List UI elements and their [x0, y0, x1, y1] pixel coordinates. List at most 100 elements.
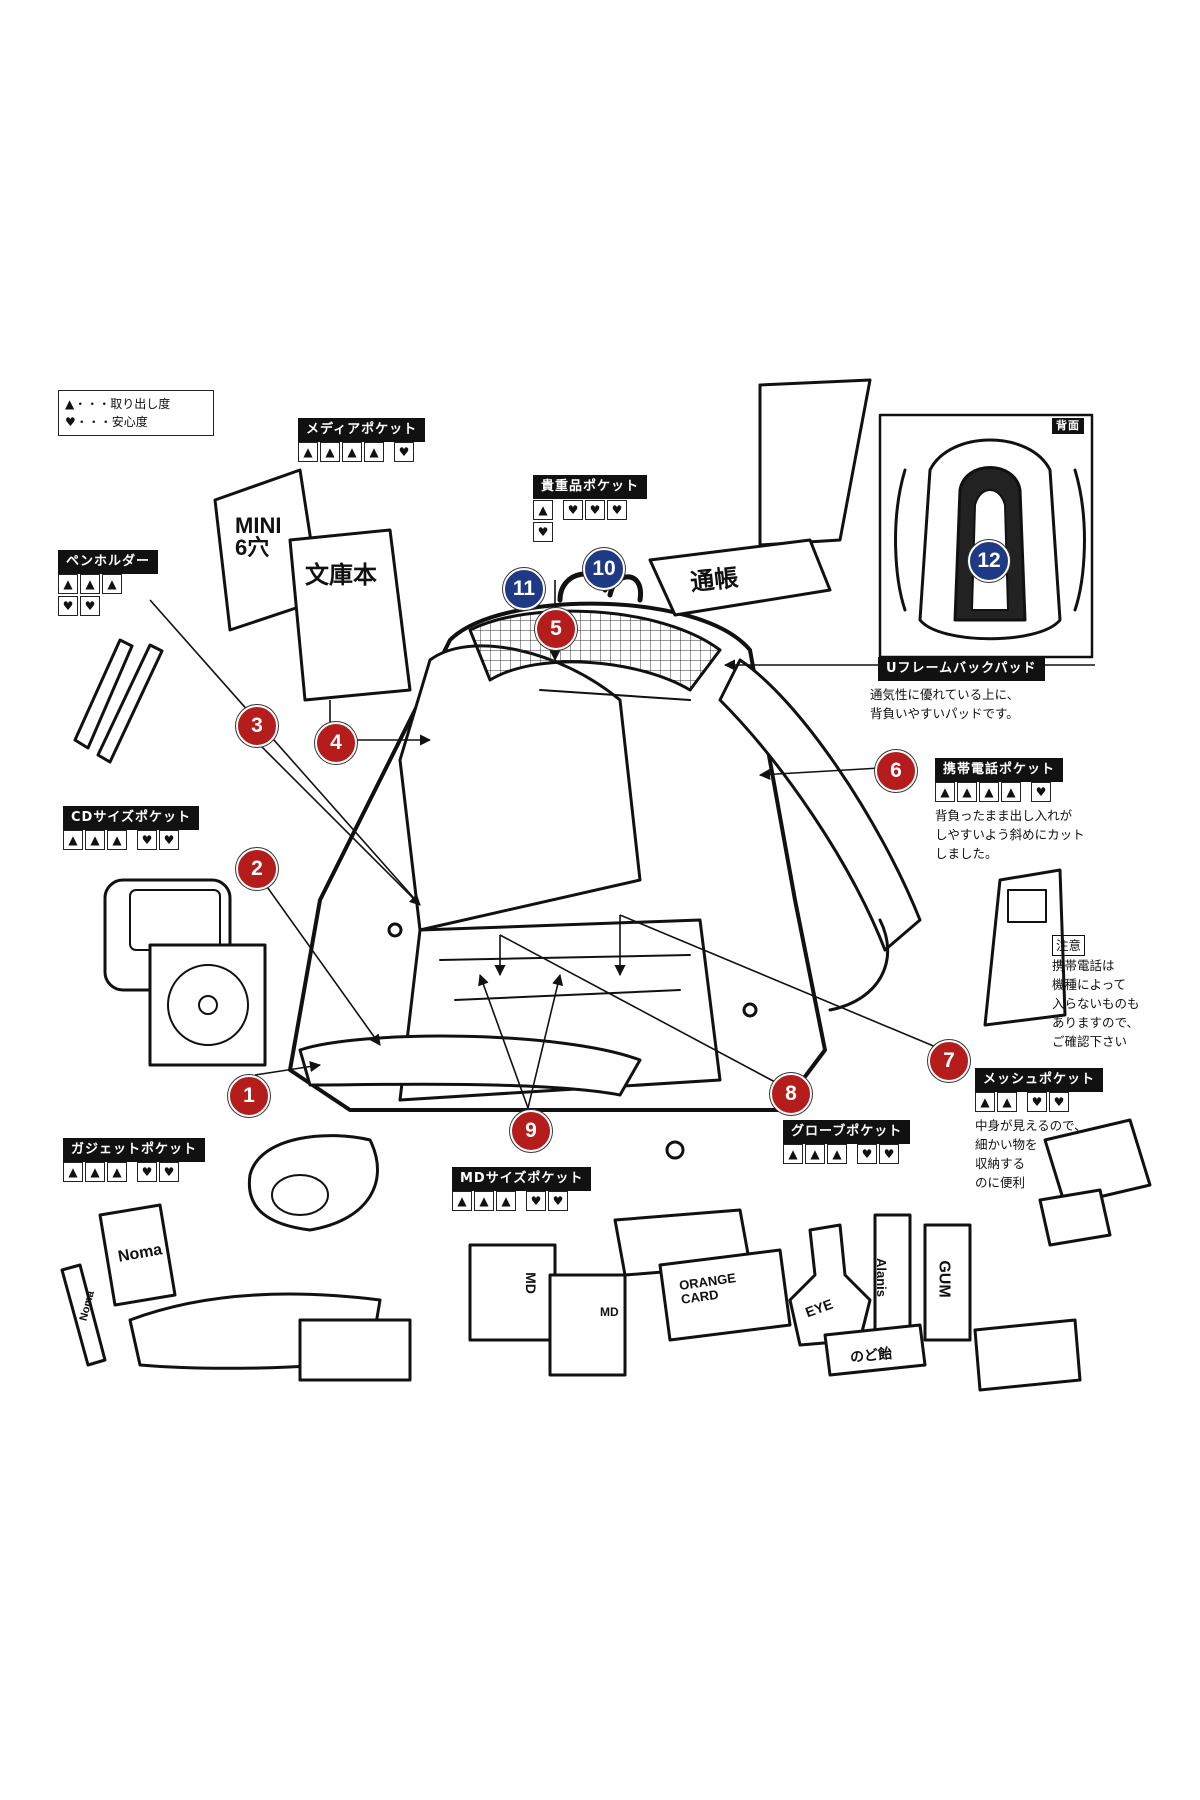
- back-view-caption: 背面: [1052, 418, 1084, 434]
- rating-4: ▲▲▲▲♥: [298, 442, 414, 462]
- note-line: ご確認下さい: [1052, 1034, 1128, 1049]
- caution-title: 注意: [1052, 935, 1086, 956]
- security-icon: ♥: [1027, 1092, 1047, 1112]
- rating-gap: [129, 830, 135, 850]
- pocket-label-1: ガジェットポケット: [63, 1138, 206, 1162]
- ease-icon: ▲: [107, 1162, 127, 1182]
- rating-5: ▲♥♥♥♥: [533, 500, 643, 542]
- note-line: 背負いやすいパッドです。: [870, 706, 1019, 721]
- rating-7: ▲▲♥♥: [975, 1092, 1069, 1112]
- security-icon: ♥: [137, 1162, 157, 1182]
- ease-icon: ▲: [63, 830, 83, 850]
- security-icon: ♥: [585, 500, 605, 520]
- ease-icon: ▲: [783, 1144, 803, 1164]
- badge-11: 11: [503, 568, 545, 610]
- binder-text: MINI: [235, 513, 282, 538]
- note-line: 機種によって: [1052, 977, 1127, 992]
- md-items: [468, 1208, 792, 1377]
- phone-caution: 注意 携帯電話は 機種によって 入らないものも ありますので、 ご確認下さい: [1052, 935, 1140, 1051]
- security-icon: ♥: [526, 1191, 546, 1211]
- md-label-1: MD: [522, 1272, 539, 1294]
- ease-icon: ▲: [452, 1191, 472, 1211]
- pocket-label-5: 貴重品ポケット: [533, 475, 648, 499]
- ease-icon: ▲: [935, 782, 955, 802]
- note-line: 携帯電話は: [1052, 958, 1115, 973]
- rating-1: ▲▲▲♥♥: [63, 1162, 179, 1182]
- ease-icon: ▲: [107, 830, 127, 850]
- security-icon: ♥: [80, 596, 100, 616]
- legend-text: ・・・安心度: [75, 415, 148, 429]
- pocket-note-12: 通気性に優れている上に、 背負いやすいパッドです。: [870, 685, 1019, 723]
- security-icon: ♥: [548, 1191, 568, 1211]
- rating-gap: [1023, 782, 1029, 802]
- rating-gap: [849, 1144, 855, 1164]
- pocket-note-6: 背負ったまま出し入れが しやすいよう斜めにカット しました。: [935, 806, 1085, 863]
- bankbook-label: 通帳: [688, 562, 740, 597]
- ease-icon: ▲: [65, 397, 75, 411]
- rating-8: ▲▲▲♥♥: [783, 1144, 899, 1164]
- ease-icon: ▲: [320, 442, 340, 462]
- rating-6: ▲▲▲▲♥: [935, 782, 1051, 802]
- ease-icon: ▲: [827, 1144, 847, 1164]
- legend-row-security: ♥・・・安心度: [65, 413, 207, 431]
- badge-4: 4: [315, 722, 357, 764]
- ease-icon: ▲: [85, 1162, 105, 1182]
- binder-label: MINI 6穴: [235, 515, 281, 559]
- security-icon: ♥: [607, 500, 627, 520]
- security-icon: ♥: [58, 596, 78, 616]
- ease-icon: ▲: [102, 574, 122, 594]
- badge-9: 9: [510, 1110, 552, 1152]
- security-icon: ♥: [879, 1144, 899, 1164]
- ease-icon: ▲: [85, 830, 105, 850]
- security-icon: ♥: [1031, 782, 1051, 802]
- pocket-label-4: メディアポケット: [298, 418, 426, 442]
- rating-gap: [124, 574, 130, 594]
- ease-icon: ▲: [496, 1191, 516, 1211]
- badge-2: 2: [236, 848, 278, 890]
- ease-icon: ▲: [364, 442, 384, 462]
- note-line: しました。: [935, 846, 998, 861]
- ease-icon: ▲: [979, 782, 999, 802]
- security-icon: ♥: [159, 830, 179, 850]
- ease-icon: ▲: [298, 442, 318, 462]
- badge-1: 1: [228, 1075, 270, 1117]
- ease-icon: ▲: [80, 574, 100, 594]
- badge-8: 8: [770, 1073, 812, 1115]
- pocket-label-8: グローブポケット: [783, 1120, 911, 1144]
- mesh-items: [788, 1118, 1152, 1392]
- alanis-label: Alanis: [874, 1257, 890, 1298]
- pocket-label-12: Uフレームバックパッド: [878, 657, 1045, 681]
- ease-icon: ▲: [58, 574, 78, 594]
- media-items: [213, 468, 412, 702]
- md-label-2: MD: [600, 1305, 619, 1319]
- legend-row-ease: ▲・・・取り出し度: [65, 395, 207, 413]
- security-icon: ♥: [1049, 1092, 1069, 1112]
- badge-12: 12: [968, 540, 1010, 582]
- pocket-label-3: ペンホルダー: [58, 550, 159, 574]
- security-icon: ♥: [137, 830, 157, 850]
- badge-3: 3: [236, 705, 278, 747]
- rating-gap: [518, 1191, 524, 1211]
- note-line: 中身が見えるので、: [975, 1118, 1087, 1133]
- back-view-inset: [878, 413, 1094, 659]
- security-icon: ♥: [533, 522, 553, 542]
- security-icon: ♥: [394, 442, 414, 462]
- ease-icon: ▲: [474, 1191, 494, 1211]
- ease-icon: ▲: [63, 1162, 83, 1182]
- rating-9: ▲▲▲♥♥: [452, 1191, 568, 1211]
- note-line: しやすいよう斜めにカット: [935, 827, 1085, 842]
- ease-icon: ▲: [957, 782, 977, 802]
- badge-7: 7: [928, 1040, 970, 1082]
- note-line: 収納する: [975, 1156, 1026, 1171]
- pocket-label-6: 携帯電話ポケット: [935, 758, 1064, 782]
- rating-3: ▲▲▲♥♥: [58, 574, 148, 616]
- rating-2: ▲▲▲♥♥: [63, 830, 179, 850]
- binder-text: 6穴: [235, 535, 270, 560]
- badge-5: 5: [535, 608, 577, 650]
- note-line: 通気性に優れている上に、: [870, 687, 1020, 702]
- note-line: 入らないものも: [1052, 996, 1140, 1011]
- ease-icon: ▲: [533, 500, 553, 520]
- bankbook-items: [648, 378, 872, 617]
- pocket-label-2: CDサイズポケット: [63, 806, 199, 830]
